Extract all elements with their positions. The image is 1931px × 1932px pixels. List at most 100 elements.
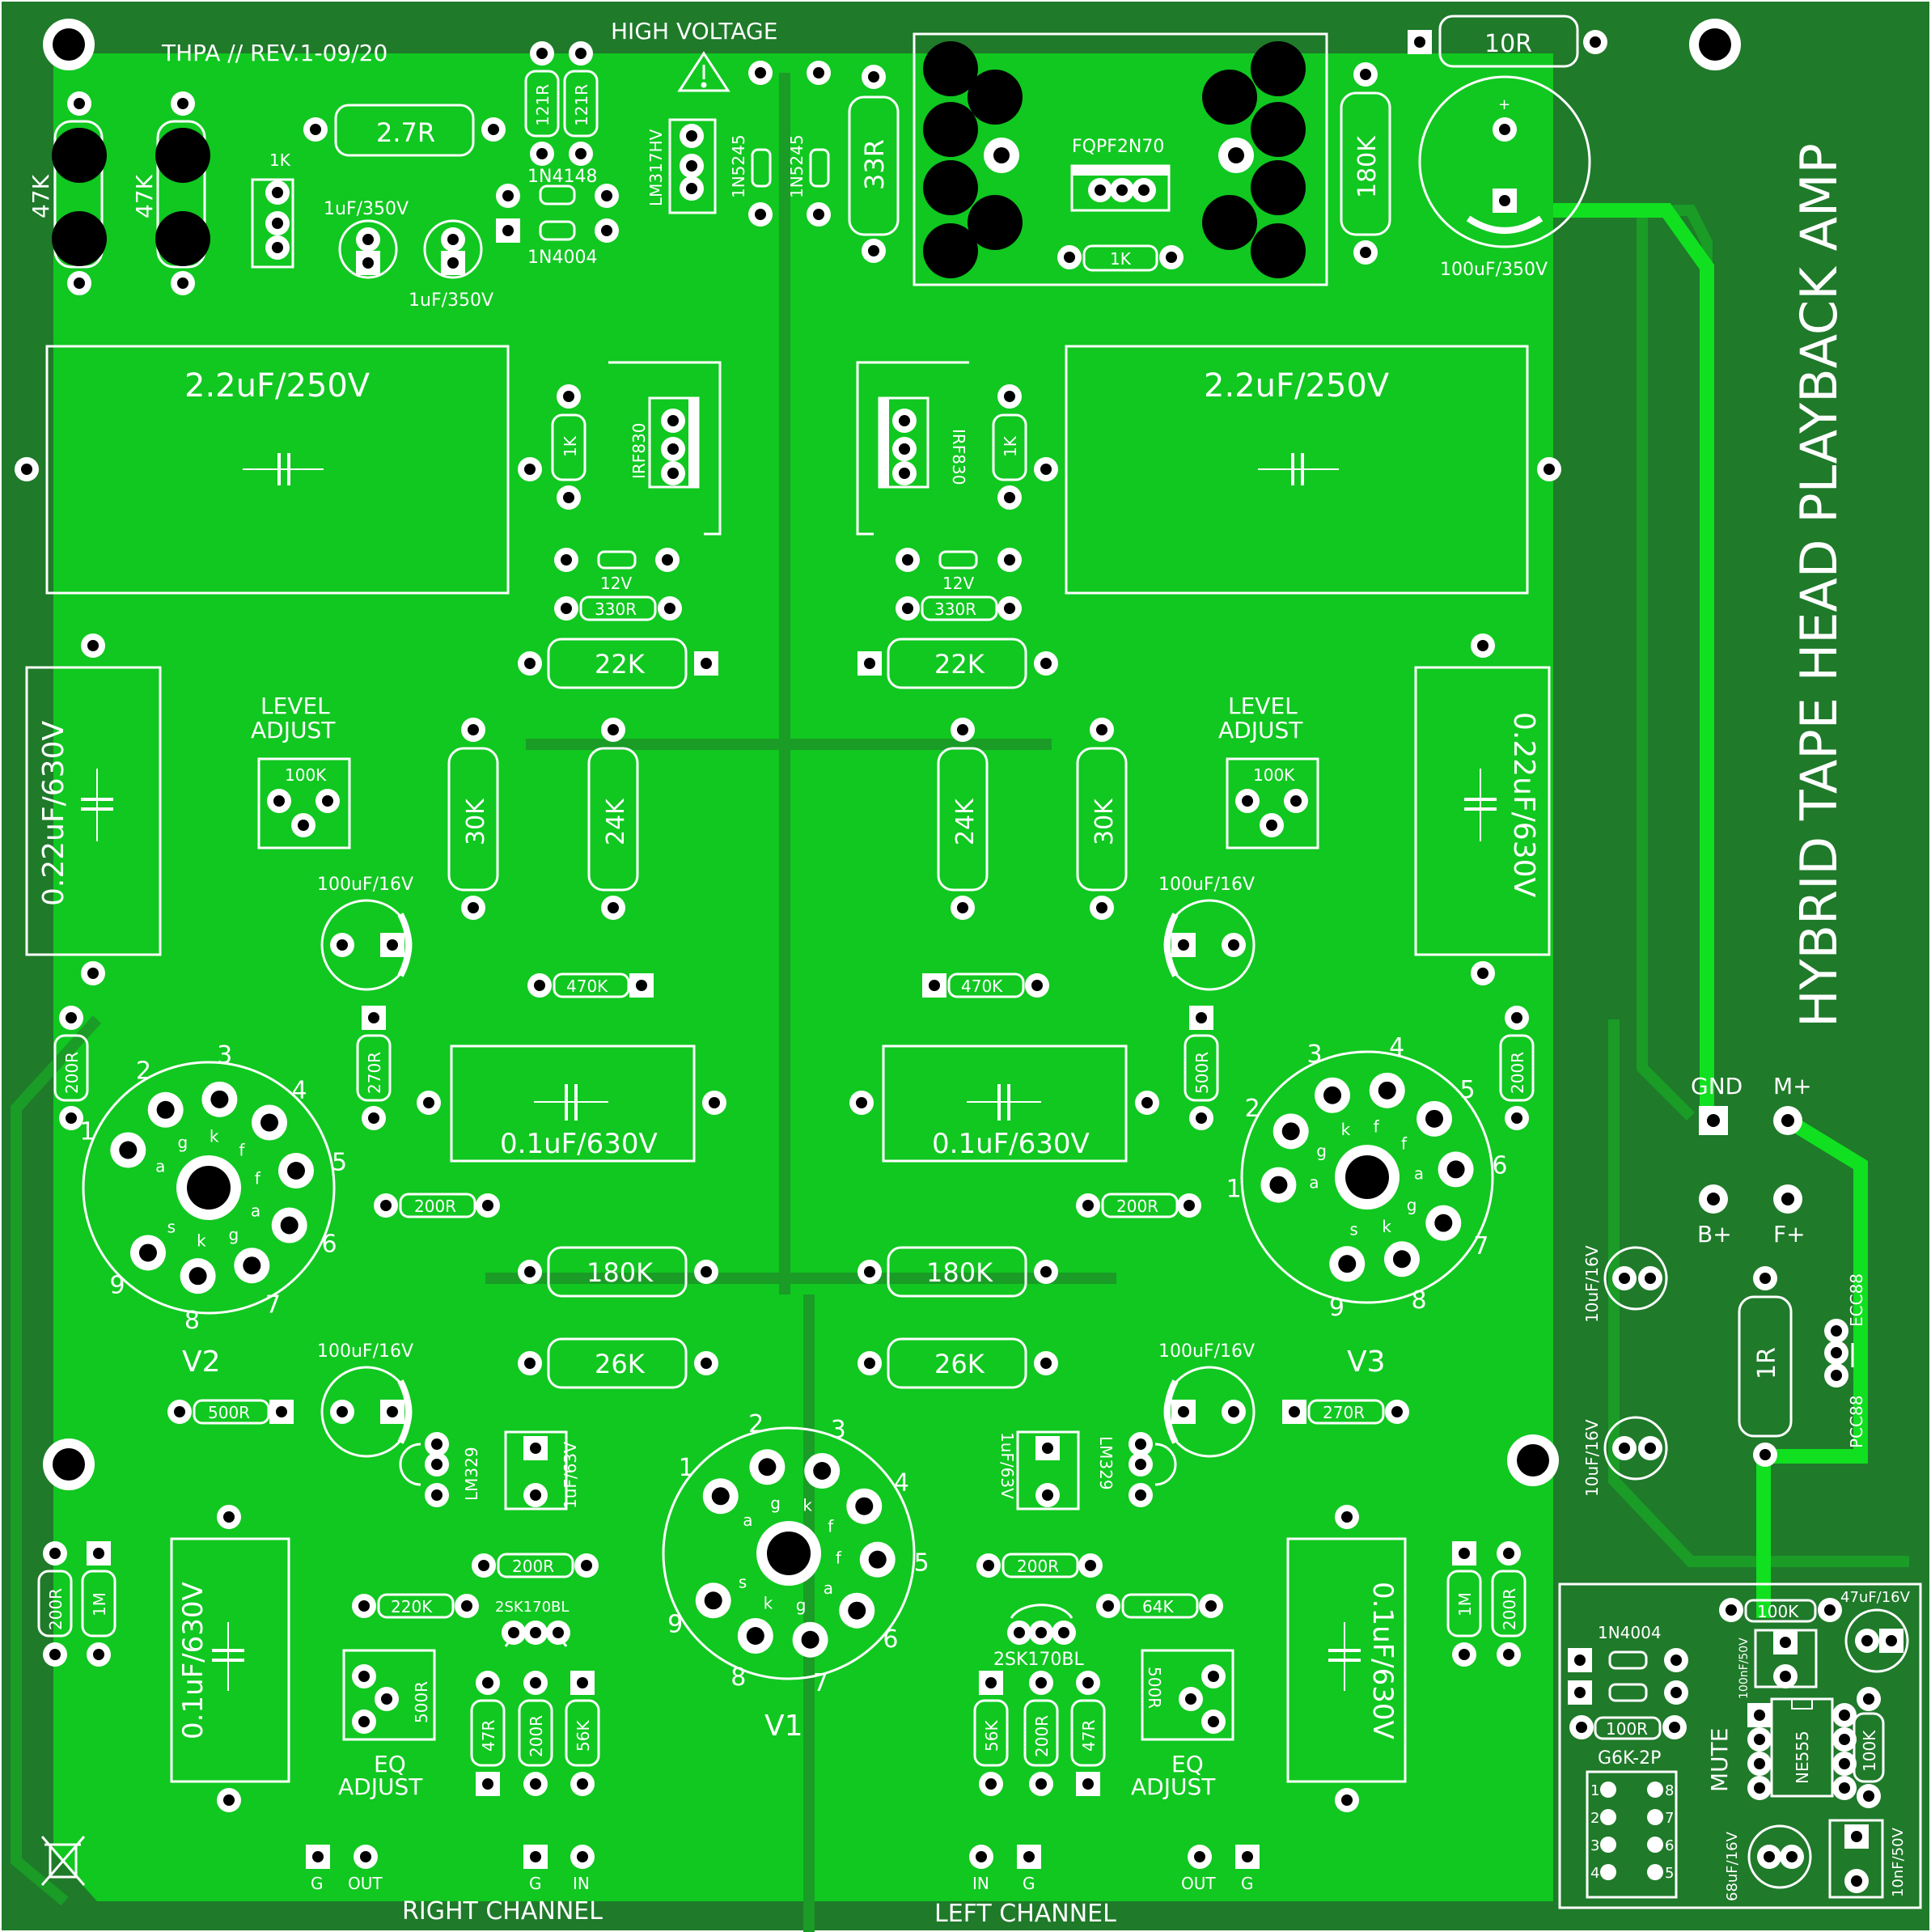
- tube-pin-number: 5: [1460, 1076, 1476, 1104]
- svg-text:12V: 12V: [600, 574, 632, 593]
- tube-pin-number: 4: [894, 1469, 909, 1498]
- svg-text:ADJUST: ADJUST: [251, 717, 336, 744]
- svg-text:200R: 200R: [527, 1715, 546, 1757]
- svg-text:100K: 100K: [1757, 1602, 1799, 1621]
- svg-text:ADJUST: ADJUST: [338, 1773, 423, 1800]
- ref-lm329-right: LM329: [1096, 1432, 1177, 1507]
- b-plus-trace: [1553, 203, 1714, 1116]
- resistor-200r-v2-cathode: 200R: [53, 1006, 89, 1130]
- cap-1uf-63v-left: 1uF/63V: [504, 1430, 580, 1510]
- relay-pin: [1647, 1864, 1663, 1880]
- svg-text:47K: 47K: [131, 174, 158, 218]
- svg-text:LEVEL: LEVEL: [1228, 693, 1298, 719]
- tube-pin-number: 4: [292, 1076, 307, 1104]
- zener-1n5245-a: 1N5245: [729, 61, 773, 227]
- svg-text:LEVEL: LEVEL: [260, 693, 330, 719]
- resistor-270r-v2: 270R: [356, 1006, 392, 1130]
- resistor-47k-b: 47K: [131, 91, 210, 295]
- tube-pin-number: 7: [1473, 1232, 1488, 1260]
- svg-text:LM329: LM329: [462, 1447, 481, 1501]
- tube-pin-element: f: [1374, 1117, 1380, 1137]
- svg-text:IRF830: IRF830: [949, 429, 968, 485]
- trimmer-1k: 1K: [251, 150, 294, 269]
- tube-pin-number: 8: [184, 1307, 200, 1335]
- svg-text:30K: 30K: [462, 798, 490, 845]
- cap-0-22uf-630v-right: 0.22uF/630V: [1414, 633, 1551, 985]
- tube-pin-number: 1: [1226, 1175, 1242, 1203]
- svg-text:100uF/16V: 100uF/16V: [317, 1341, 413, 1362]
- relay-pin-number: 7: [1665, 1810, 1674, 1827]
- resistor-270r-right: 270R: [1282, 1399, 1409, 1425]
- svg-text:NE555: NE555: [1793, 1731, 1812, 1784]
- svg-text:GND: GND: [1691, 1073, 1743, 1099]
- svg-text:OUT: OUT: [348, 1874, 383, 1893]
- tube-pin-number: 8: [730, 1663, 746, 1692]
- tube-pin-number: 3: [1307, 1040, 1323, 1069]
- svg-text:200R: 200R: [62, 1052, 82, 1094]
- svg-text:G: G: [1241, 1874, 1254, 1893]
- cap-1uf-350v-b: 1uF/350V: [409, 219, 493, 311]
- tube-pin-element: k: [764, 1593, 773, 1612]
- svg-text:+: +: [1498, 96, 1510, 113]
- relay-pin-number: 6: [1665, 1837, 1674, 1854]
- svg-text:100K: 100K: [285, 765, 327, 785]
- svg-text:EQ: EQ: [374, 1751, 406, 1777]
- resistor-26k-left: 26K: [518, 1337, 718, 1389]
- tube-pin-number: 3: [217, 1041, 232, 1070]
- relay-pin-number: 4: [1590, 1865, 1599, 1882]
- svg-text:470K: 470K: [566, 977, 608, 996]
- revision-label: THPA // REV.1-09/20: [161, 40, 387, 66]
- svg-text:0.22uF/630V: 0.22uF/630V: [1507, 712, 1540, 898]
- svg-text:1uF/350V: 1uF/350V: [324, 199, 409, 219]
- svg-text:IN: IN: [972, 1874, 989, 1893]
- svg-text:IRF830: IRF830: [629, 423, 649, 479]
- resistor-200r-mid-left: 200R: [374, 1193, 500, 1218]
- svg-text:200R: 200R: [1508, 1052, 1527, 1094]
- cap-0-1uf-630v-mid-right: 0.1uF/630V: [849, 1044, 1159, 1163]
- cap-100uf-16v-right: 100uF/16V: [1158, 875, 1256, 991]
- svg-text:1N5245: 1N5245: [787, 134, 807, 198]
- svg-text:LM317HV: LM317HV: [646, 129, 666, 206]
- tube-pin-number: 7: [265, 1290, 281, 1319]
- resistor-200r-edge-right: 200R: [1491, 1541, 1527, 1667]
- svg-text:47R: 47R: [479, 1720, 498, 1752]
- tube-pin-number: 3: [831, 1416, 846, 1444]
- resistor-180k-right: 180K: [858, 1246, 1058, 1298]
- cap-100uf-16v-left: 100uF/16V: [317, 875, 413, 991]
- resistor-47k-a: 47K: [28, 91, 107, 295]
- eq-adjust-left: 500R EQ ADJUST: [338, 1649, 436, 1800]
- svg-text:22K: 22K: [595, 649, 646, 680]
- svg-text:121R: 121R: [533, 84, 553, 126]
- mounting-hole: [1507, 1434, 1559, 1486]
- regulator-lm317hv: LM317HV: [646, 118, 717, 214]
- svg-text:100R: 100R: [1606, 1719, 1648, 1739]
- relay-pin: [1647, 1837, 1663, 1853]
- resistor-200r-bottom-left: 200R: [518, 1671, 553, 1796]
- tube-socket-v2: [82, 1061, 336, 1315]
- svg-text:100uF/16V: 100uF/16V: [317, 875, 413, 895]
- svg-text:G: G: [1023, 1874, 1035, 1893]
- svg-text:1K: 1K: [269, 150, 291, 170]
- tube-pin-element: f: [255, 1169, 261, 1188]
- svg-text:470K: 470K: [961, 977, 1003, 996]
- tube-pin-number: 1: [79, 1117, 95, 1146]
- tube-pin-number: 5: [332, 1149, 347, 1177]
- svg-text:270R: 270R: [365, 1052, 384, 1094]
- relay-pin: [1647, 1809, 1663, 1825]
- svg-text:200R: 200R: [1032, 1715, 1052, 1757]
- svg-text:24K: 24K: [602, 798, 630, 845]
- svg-text:1uF/63V: 1uF/63V: [561, 1442, 580, 1509]
- cap-1uf-350v-a: 1uF/350V: [324, 199, 409, 279]
- cap-10uf-16v-b: 10uF/16V: [1582, 1416, 1668, 1497]
- io-right-channel: G OUT G IN RIGHT CHANNEL: [306, 1845, 603, 1926]
- resistor-2-7r: 2.7R: [303, 104, 506, 157]
- svg-text:64K: 64K: [1142, 1597, 1174, 1616]
- resistor-200r-v3-cathode: 200R: [1499, 1006, 1535, 1130]
- svg-text:12V: 12V: [942, 574, 974, 593]
- resistor-200r-lower-left: 200R: [472, 1553, 599, 1578]
- tube-pin-element: a: [251, 1201, 260, 1220]
- high-voltage-label: HIGH VOLTAGE: [611, 18, 777, 44]
